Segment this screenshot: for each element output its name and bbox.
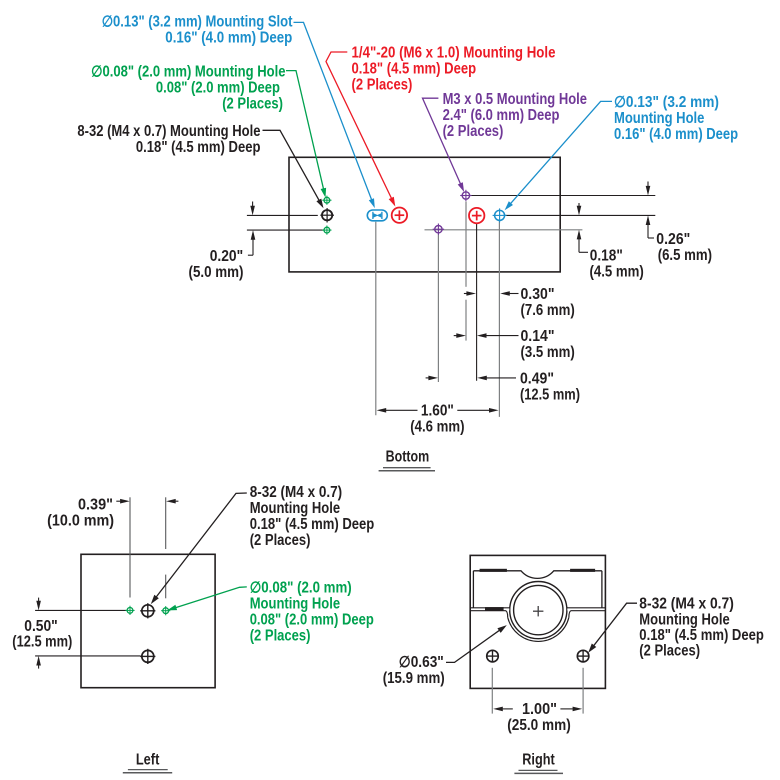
svg-text:0.18" (4.5 mm) Deep: 0.18" (4.5 mm) Deep (250, 516, 375, 533)
svg-text:(7.6 mm): (7.6 mm) (521, 302, 575, 319)
svg-text:(2 Places): (2 Places) (639, 643, 700, 660)
svg-text:0.49": 0.49" (520, 370, 554, 387)
svg-text:8-32 (M4 x 0.7) Mounting Hole: 8-32 (M4 x 0.7) Mounting Hole (77, 123, 260, 140)
svg-text:0.16" (4.0 mm) Deep: 0.16" (4.0 mm) Deep (165, 30, 292, 47)
svg-text:Mounting Hole: Mounting Hole (250, 596, 341, 613)
svg-text:(2 Places): (2 Places) (443, 123, 504, 140)
svg-text:Mounting Hole: Mounting Hole (250, 500, 341, 517)
svg-text:0.18" (4.5 mm) Deep: 0.18" (4.5 mm) Deep (136, 139, 261, 156)
svg-text:1.00": 1.00" (522, 701, 557, 718)
svg-text:(3.5 mm): (3.5 mm) (521, 344, 575, 361)
svg-text:0.08" (2.0 mm) Deep: 0.08" (2.0 mm) Deep (156, 79, 280, 96)
svg-text:(2 Places): (2 Places) (250, 532, 311, 549)
svg-text:∅0.13" (3.2 mm) Mounting Slot: ∅0.13" (3.2 mm) Mounting Slot (102, 14, 293, 31)
svg-text:∅0.63": ∅0.63" (399, 654, 444, 671)
svg-text:(2 Places): (2 Places) (352, 77, 413, 94)
svg-text:∅0.13" (3.2 mm): ∅0.13" (3.2 mm) (614, 94, 719, 111)
svg-text:Mounting Hole: Mounting Hole (614, 110, 705, 127)
svg-text:(15.9 mm): (15.9 mm) (383, 670, 445, 687)
svg-text:0.14": 0.14" (521, 328, 555, 345)
svg-text:(6.5 mm): (6.5 mm) (658, 247, 712, 264)
svg-text:(12.5 mm): (12.5 mm) (12, 633, 72, 650)
svg-text:(4.5 mm): (4.5 mm) (590, 263, 644, 280)
svg-text:1.60": 1.60" (421, 402, 454, 419)
svg-text:8-32 (M4 x 0.7): 8-32 (M4 x 0.7) (250, 484, 343, 501)
svg-text:∅0.08" (2.0 mm) Mounting Hole: ∅0.08" (2.0 mm) Mounting Hole (91, 63, 286, 80)
svg-text:0.18" (4.5 mm) Deep: 0.18" (4.5 mm) Deep (352, 61, 477, 78)
svg-text:Mounting Hole: Mounting Hole (639, 611, 730, 628)
svg-text:0.08" (2.0 mm) Deep: 0.08" (2.0 mm) Deep (250, 612, 374, 629)
svg-text:(25.0 mm): (25.0 mm) (507, 717, 571, 734)
svg-text:2.4" (6.0 mm) Deep: 2.4" (6.0 mm) Deep (443, 107, 560, 124)
svg-text:0.50": 0.50" (24, 618, 58, 635)
svg-text:M3 x 0.5 Mounting Hole: M3 x 0.5 Mounting Hole (443, 91, 588, 108)
svg-text:0.18": 0.18" (590, 247, 623, 264)
svg-text:Left: Left (136, 751, 160, 768)
svg-text:0.20": 0.20" (210, 248, 244, 265)
svg-text:0.39": 0.39" (78, 496, 113, 513)
svg-text:∅0.08" (2.0 mm): ∅0.08" (2.0 mm) (250, 580, 352, 597)
svg-text:0.18" (4.5 mm) Deep: 0.18" (4.5 mm) Deep (639, 627, 764, 644)
svg-text:Right: Right (522, 751, 555, 768)
svg-text:0.30": 0.30" (521, 286, 555, 303)
svg-text:(4.6 mm): (4.6 mm) (410, 418, 464, 435)
svg-text:(10.0 mm): (10.0 mm) (47, 512, 114, 529)
svg-text:8-32 (M4 x 0.7): 8-32 (M4 x 0.7) (639, 596, 734, 613)
svg-text:0.16" (4.0 mm) Deep: 0.16" (4.0 mm) Deep (614, 126, 738, 143)
svg-text:1/4"-20 (M6 x 1.0) Mounting Ho: 1/4"-20 (M6 x 1.0) Mounting Hole (352, 45, 556, 62)
svg-text:(2 Places): (2 Places) (250, 628, 311, 645)
svg-text:Bottom: Bottom (386, 448, 430, 465)
svg-text:(2 Places): (2 Places) (222, 95, 283, 112)
svg-text:(12.5 mm): (12.5 mm) (520, 386, 580, 403)
svg-text:(5.0 mm): (5.0 mm) (189, 264, 244, 281)
svg-text:0.26": 0.26" (656, 231, 690, 248)
